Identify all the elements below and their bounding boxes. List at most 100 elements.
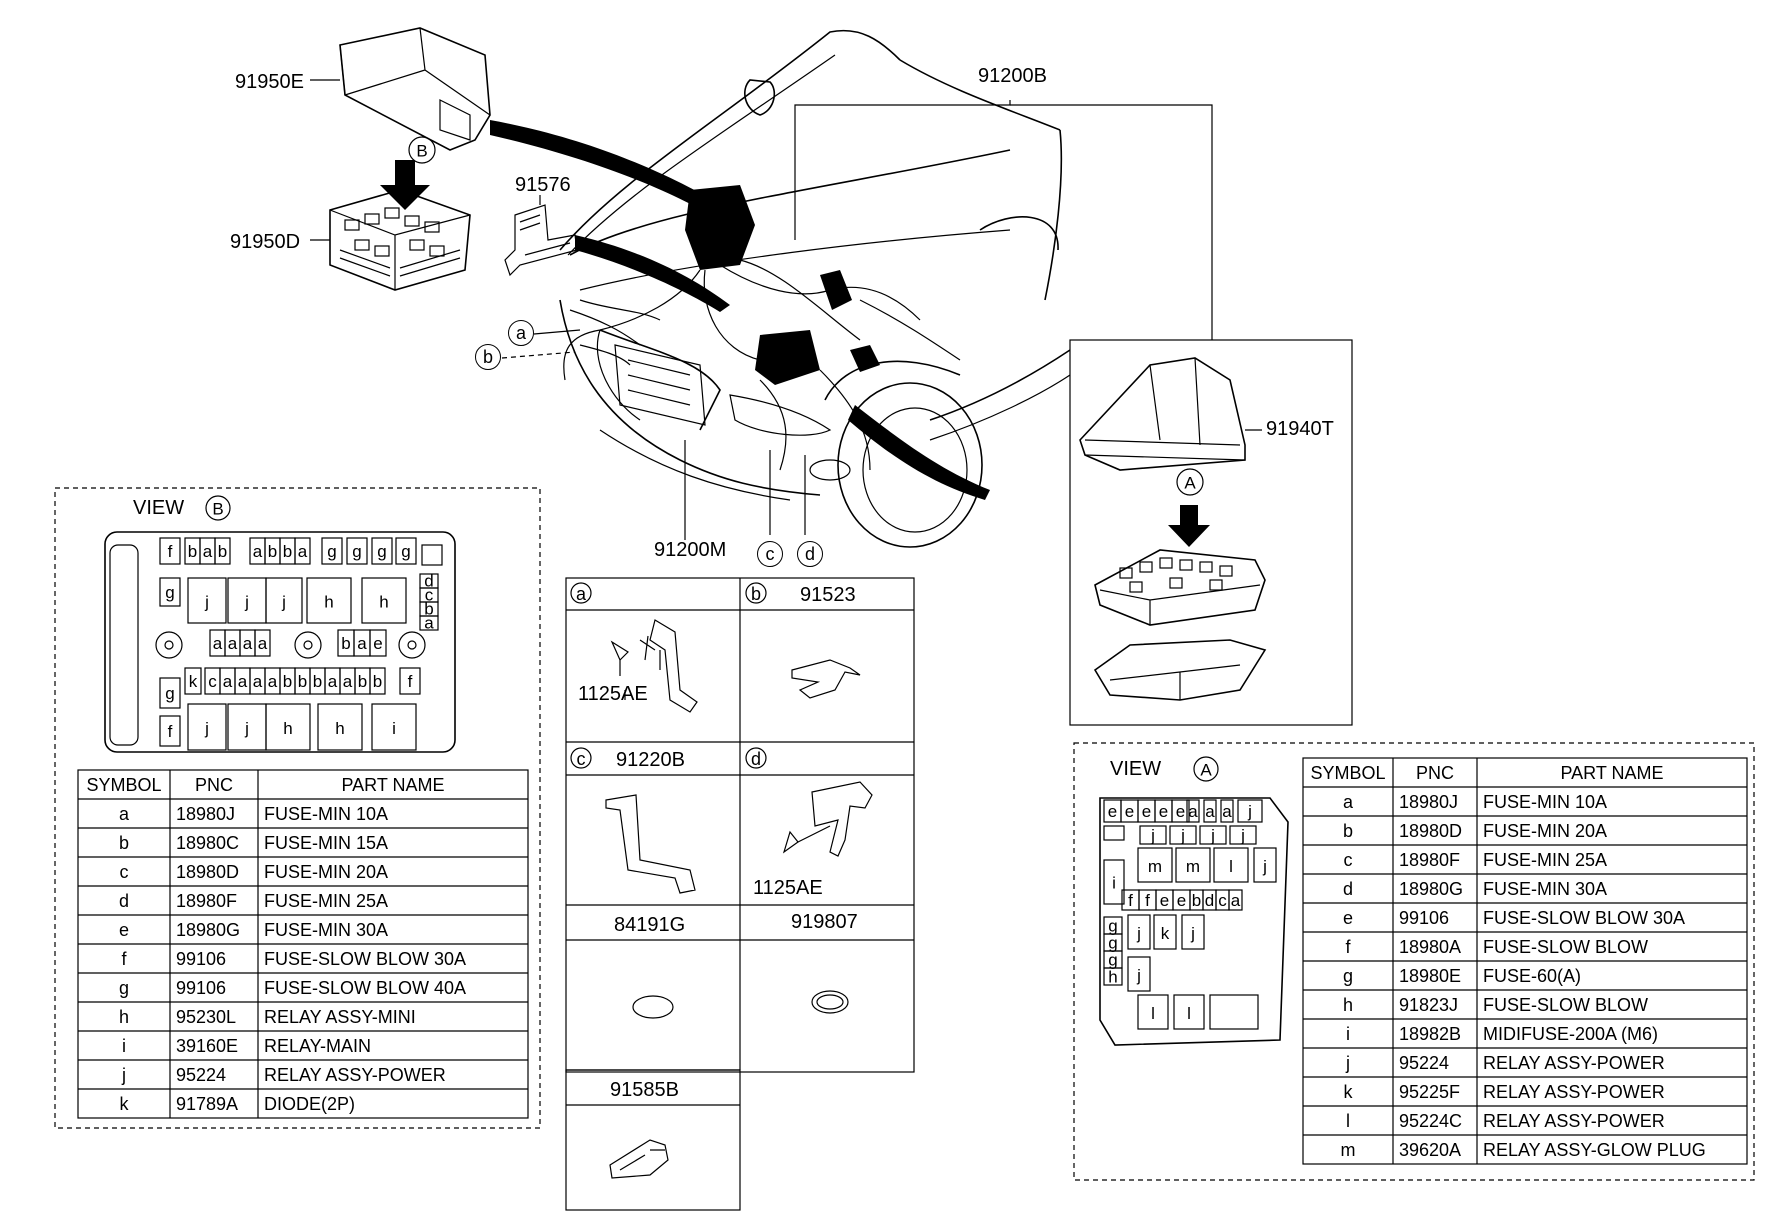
vb-slot-r5-0-box [159,715,181,747]
va-slot-r4-0: f [1128,891,1133,910]
va-slot-r2-0-box [1139,825,1167,845]
vb-slot-r4-13-box [369,667,386,695]
vb-slot-r5-2: j [244,719,249,738]
vb-table-cell-3-0: c [120,862,129,882]
va-table-cell-9-0: i [1346,1024,1350,1044]
va-slot-r6-0: j [1136,966,1141,985]
vb-table-cell-8-1: 95230L [176,1007,236,1027]
vb-slot-r1-7: a [298,542,308,561]
va-slot-r3-0-box [1137,847,1173,883]
view-b-mount-1 [155,631,183,659]
va-slot-r2-1: j [1180,826,1185,845]
view-b-frame [54,487,541,1129]
vb-slot-r4-12: b [358,672,367,691]
vb-slot-r1-8-box [321,537,343,565]
va-slot-g-2: g [1108,951,1117,970]
va-table-header-2: PART NAME [1560,763,1663,783]
vb-table-cell-11-2: DIODE(2P) [264,1094,355,1114]
vb-table-cell-2-0: b [119,833,129,853]
vb-slot-r3b-2-box [369,629,387,657]
va-slot-r4-1: f [1145,891,1150,910]
vb-table-cell-5-0: e [119,920,129,940]
vb-slot-r1-11: g [401,542,410,561]
vb-slot-r2-3-box [265,577,303,624]
view-a-fusebox [1099,797,1289,1046]
vb-slot-r2-0-box [159,577,181,607]
va-slot-r4-2: e [1160,891,1169,910]
vb-slot-r1-6: b [283,542,292,561]
va-slot-r4-4: b [1192,891,1201,910]
vb-table-cell-1-1: 18980J [176,804,235,824]
va-table-cell-5-2: FUSE-SLOW BLOW 30A [1483,908,1685,928]
va-slot-r7-0-box [1137,994,1169,1030]
vb-table-cell-1-0: a [119,804,130,824]
vb-slot-r5-5: i [392,719,396,738]
va-slot-r1-8: j [1247,802,1252,821]
vb-table-cell-10-2: RELAY ASSY-POWER [264,1065,446,1085]
vb-slot-r1-4: a [253,542,263,561]
va-slot-r4-5: d [1205,891,1214,910]
va-slot-r1-4-box [1171,799,1190,823]
vb-slot-r1-10: g [377,542,386,561]
va-slot-r2-blank-box [1103,825,1125,841]
vb-slot-r2b-1: c [425,585,434,604]
va-slot-g-3: h [1108,968,1117,987]
vb-slot-r4-1: k [189,672,198,691]
va-slot-r6-0-box [1127,956,1151,992]
va-slot-g-1: g [1108,934,1117,953]
va-table-cell-2-2: FUSE-MIN 20A [1483,821,1607,841]
vb-slot-r1-0-box [159,537,181,565]
va-table-cell-13-0: m [1341,1140,1356,1160]
view-b-long-slot [109,544,139,746]
vb-slot-r4-10: a [328,672,338,691]
va-slot-r1-3: e [1159,802,1168,821]
vb-slot-r3b-0: b [341,634,350,653]
vb-table-cell-4-2: FUSE-MIN 25A [264,891,388,911]
fuse-box-b-illustration [310,27,491,291]
view-b-mount-3 [398,631,426,659]
va-table-cell-8-2: FUSE-SLOW BLOW [1483,995,1648,1015]
va-slot-r1-1: e [1125,802,1134,821]
vb-slot-r2-0: g [165,583,174,602]
vb-table-cell-7-0: g [119,978,129,998]
inset-a-frame [1069,339,1353,726]
va-slot-r5-0: j [1136,924,1141,943]
va-slot-r1-8-box [1237,799,1263,823]
vb-slot-r2-5-box [361,577,407,624]
vb-table-cell-7-2: FUSE-SLOW BLOW 40A [264,978,466,998]
va-slot-r1-5: a [1188,802,1198,821]
va-slot-r2-2-box [1199,825,1227,845]
va-table-cell-7-1: 18980E [1399,966,1461,986]
vb-table-cell-11-0: k [120,1094,130,1114]
view-b-circle [205,495,231,521]
va-slot-r3-2-box [1213,847,1249,883]
vb-slot-r3b-1: a [357,634,367,653]
vb-slot-r4-14-box [399,667,421,695]
vb-slot-r1-3: b [218,542,227,561]
va-slot-r4-6: c [1218,891,1227,910]
va-slot-r2-1-box [1169,825,1197,845]
va-table-cell-12-2: RELAY ASSY-POWER [1483,1111,1665,1131]
vb-table-cell-2-2: FUSE-MIN 15A [264,833,388,853]
vb-table-cell-6-1: 99106 [176,949,226,969]
va-table-cell-4-0: d [1343,879,1353,899]
vb-table-cell-2-1: 18980C [176,833,239,853]
va-table-header-1: PNC [1416,763,1454,783]
va-slot-r3-1: m [1186,857,1200,876]
vb-slot-r1-9: g [352,542,361,561]
vb-slot-r4-11: a [343,672,353,691]
va-table-cell-8-1: 91823J [1399,995,1458,1015]
vb-slot-r2-2: j [244,592,249,611]
va-table-cell-3-2: FUSE-MIN 25A [1483,850,1607,870]
vb-table-cell-7-1: 99106 [176,978,226,998]
vb-slot-r4-3: a [223,672,233,691]
vb-slot-r4-2: c [208,672,217,691]
va-table-cell-5-1: 99106 [1399,908,1449,928]
va-slot-r2-3: j [1240,826,1245,845]
va-slot-g-0: g [1108,917,1117,936]
vb-table-cell-4-1: 18980F [176,891,237,911]
vb-table-cell-10-0: j [121,1065,126,1085]
